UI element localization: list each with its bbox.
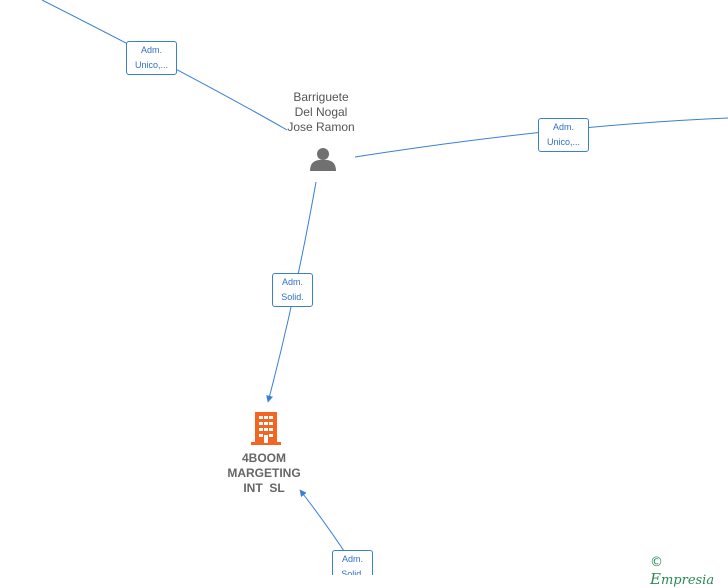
- person-label-line: Barriguete: [293, 90, 349, 104]
- brand-name: mpresia: [660, 573, 715, 588]
- building-icon[interactable]: [251, 412, 281, 445]
- company-label-line: 4BOOM: [241, 451, 286, 465]
- empresia-logo: © Empresia: [650, 555, 728, 588]
- company-node-label[interactable]: 4BOOM MARGETING INT SL: [214, 451, 314, 496]
- edge-label-line: Unico,...: [546, 137, 580, 147]
- edge-label-line: Unico,...: [134, 60, 168, 70]
- relationship-graph: [41, 0, 728, 561]
- company-label-line: MARGETING: [227, 466, 301, 480]
- edge-line-top-left: [41, 0, 288, 131]
- person-icon[interactable]: [310, 148, 336, 171]
- person-node-label[interactable]: Barriguete Del Nogal Jose Ramon: [271, 90, 371, 135]
- edge-label-line: Solid.: [341, 569, 364, 575]
- edge-label-line: Adm.: [281, 277, 303, 287]
- company-label-line: INT SL: [243, 481, 285, 495]
- edge-label-bottom[interactable]: Adm. Solid.: [332, 550, 373, 575]
- person-label-line: Jose Ramon: [287, 120, 355, 134]
- edge-label-line: Adm.: [552, 122, 574, 132]
- edge-label-top-left[interactable]: Adm. Unico,...: [126, 41, 177, 75]
- brand-initial: E: [650, 570, 661, 588]
- edge-label-line: Solid.: [281, 292, 304, 302]
- edge-label-line: Adm.: [140, 45, 162, 55]
- edge-label-right[interactable]: Adm. Unico,...: [538, 118, 589, 152]
- copyright-icon: ©: [650, 555, 663, 570]
- person-label-line: Del Nogal: [294, 105, 348, 119]
- edge-label-line: Adm.: [341, 554, 363, 564]
- edge-label-person-company[interactable]: Adm. Solid.: [272, 273, 313, 307]
